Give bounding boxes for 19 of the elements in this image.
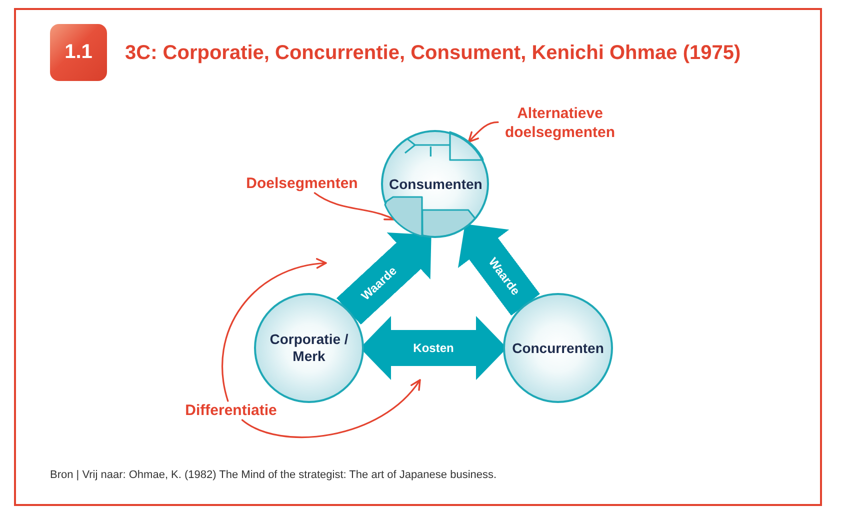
node-label: Consumenten — [389, 176, 481, 192]
edge-label: Kosten — [413, 341, 454, 355]
curved-arrow — [468, 121, 499, 143]
caption: Bron | Vrij naar: Ohmae, K. (1982) The Mind of the strategist: The art of Japanese business. — [50, 469, 497, 482]
double-headed-block-arrow — [364, 316, 503, 380]
node-label: Concurrenten — [512, 340, 604, 356]
curved-arrow — [314, 192, 396, 221]
block-arrow — [458, 224, 540, 316]
curved-arrow — [221, 258, 327, 402]
segment-region — [384, 196, 424, 238]
curved-arrow — [241, 379, 421, 438]
annotation-text: Alternatieve doelsegmenten — [498, 104, 622, 142]
figure-number-badge: 1.1 — [50, 24, 107, 81]
annotation-text: Doelsegmenten — [246, 174, 358, 193]
annotation-text: Differentiatie — [185, 401, 277, 420]
title: 3C: Corporatie, Concurrentie, Consument, Kenichi Ohmae (1975) — [125, 41, 741, 65]
segment-region — [449, 131, 484, 161]
node-label: Corporatie / Merk — [268, 331, 350, 365]
block-arrow — [336, 232, 432, 324]
